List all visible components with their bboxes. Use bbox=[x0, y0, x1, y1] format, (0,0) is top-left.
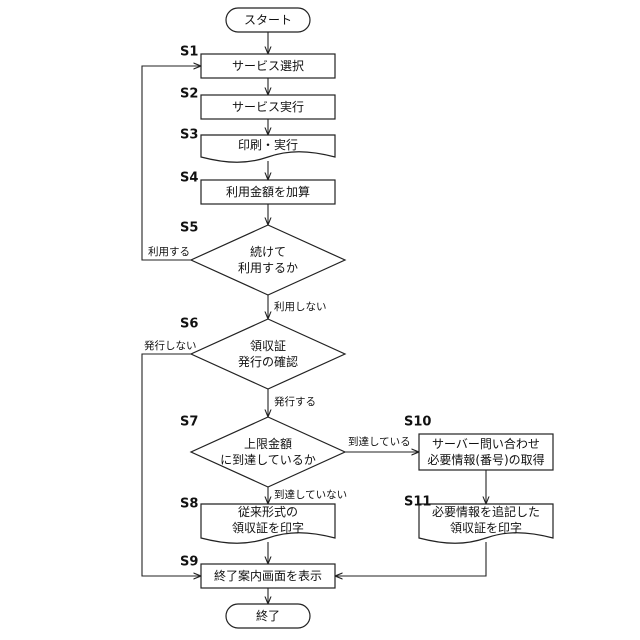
edge-label-s7-yes: 到達している bbox=[348, 436, 411, 448]
s4-text-line: 利用金額を加算 bbox=[226, 184, 310, 199]
decision-diamond bbox=[191, 417, 345, 487]
s6-text-line: 発行の確認 bbox=[238, 354, 298, 369]
node-s9: 終了案内画面を表示 S9 bbox=[180, 555, 335, 589]
edge-label-s5-no: 利用しない bbox=[274, 301, 327, 313]
edge-label-s7-no: 到達していない bbox=[274, 489, 347, 501]
edge-label-s6-no: 発行しない bbox=[144, 339, 197, 352]
start-text-line: スタート bbox=[244, 13, 292, 27]
s7-text-line: に到達しているか bbox=[220, 453, 316, 467]
s10-text-line: 必要情報(番号)の取得 bbox=[427, 452, 544, 467]
s11-text-line: 領収証を印字 bbox=[450, 520, 522, 535]
node-end: 終了 bbox=[226, 604, 310, 628]
s8-text-line: 従来形式の bbox=[238, 505, 298, 519]
node-s7: 上限金額に到達しているか S7 bbox=[180, 415, 345, 488]
node-start: スタート bbox=[226, 8, 310, 32]
s6-step-label: S6 bbox=[180, 317, 198, 332]
edge-label-s5-yes: 利用する bbox=[148, 246, 190, 258]
s11-text-line: 必要情報を追記した bbox=[432, 504, 540, 519]
decision-diamond bbox=[191, 225, 345, 295]
s5-text-line: 利用するか bbox=[238, 261, 298, 275]
s7-step-label: S7 bbox=[180, 415, 198, 430]
end-text-line: 終了 bbox=[256, 608, 280, 623]
s6-text-line: 領収証 bbox=[250, 338, 286, 353]
s3-text-line: 印刷・実行 bbox=[238, 137, 298, 152]
s5-step-label: S5 bbox=[180, 221, 198, 236]
node-s5: 続けて利用するか S5 bbox=[180, 221, 345, 296]
node-s10: サーバー問い合わせ必要情報(番号)の取得 S10 bbox=[404, 415, 553, 471]
node-s2: サービス実行 S2 bbox=[180, 87, 335, 120]
node-s3: 印刷・実行 S3 bbox=[180, 128, 335, 163]
s1-text-line: サービス選択 bbox=[232, 59, 304, 73]
decision-diamond bbox=[191, 319, 345, 389]
s1-step-label: S1 bbox=[180, 45, 198, 60]
edge-s6-s9 bbox=[142, 354, 201, 576]
s4-step-label: S4 bbox=[180, 171, 198, 186]
s7-text-line: 上限金額 bbox=[244, 436, 292, 451]
node-s8: 従来形式の領収証を印字 S8 bbox=[180, 497, 335, 544]
s10-step-label: S10 bbox=[404, 415, 431, 430]
s9-text-line: 終了案内画面を表示 bbox=[214, 568, 322, 583]
edge-s11-s9 bbox=[335, 542, 486, 576]
node-s6: 領収証発行の確認 S6 bbox=[180, 317, 345, 390]
node-s11: 必要情報を追記した領収証を印字 S11 bbox=[404, 495, 553, 544]
edge-label-s6-yes: 発行する bbox=[274, 395, 316, 408]
s8-text-line: 領収証を印字 bbox=[232, 520, 304, 535]
s11-step-label: S11 bbox=[404, 495, 431, 510]
s2-step-label: S2 bbox=[180, 87, 198, 102]
s2-text-line: サービス実行 bbox=[232, 99, 304, 114]
s3-step-label: S3 bbox=[180, 128, 198, 143]
s9-step-label: S9 bbox=[180, 555, 198, 570]
s10-text-line: サーバー問い合わせ bbox=[432, 436, 540, 451]
s5-text-line: 続けて bbox=[250, 245, 286, 259]
s8-step-label: S8 bbox=[180, 497, 198, 512]
node-s1: サービス選択 S1 bbox=[180, 45, 335, 79]
node-s4: 利用金額を加算 S4 bbox=[180, 171, 335, 205]
